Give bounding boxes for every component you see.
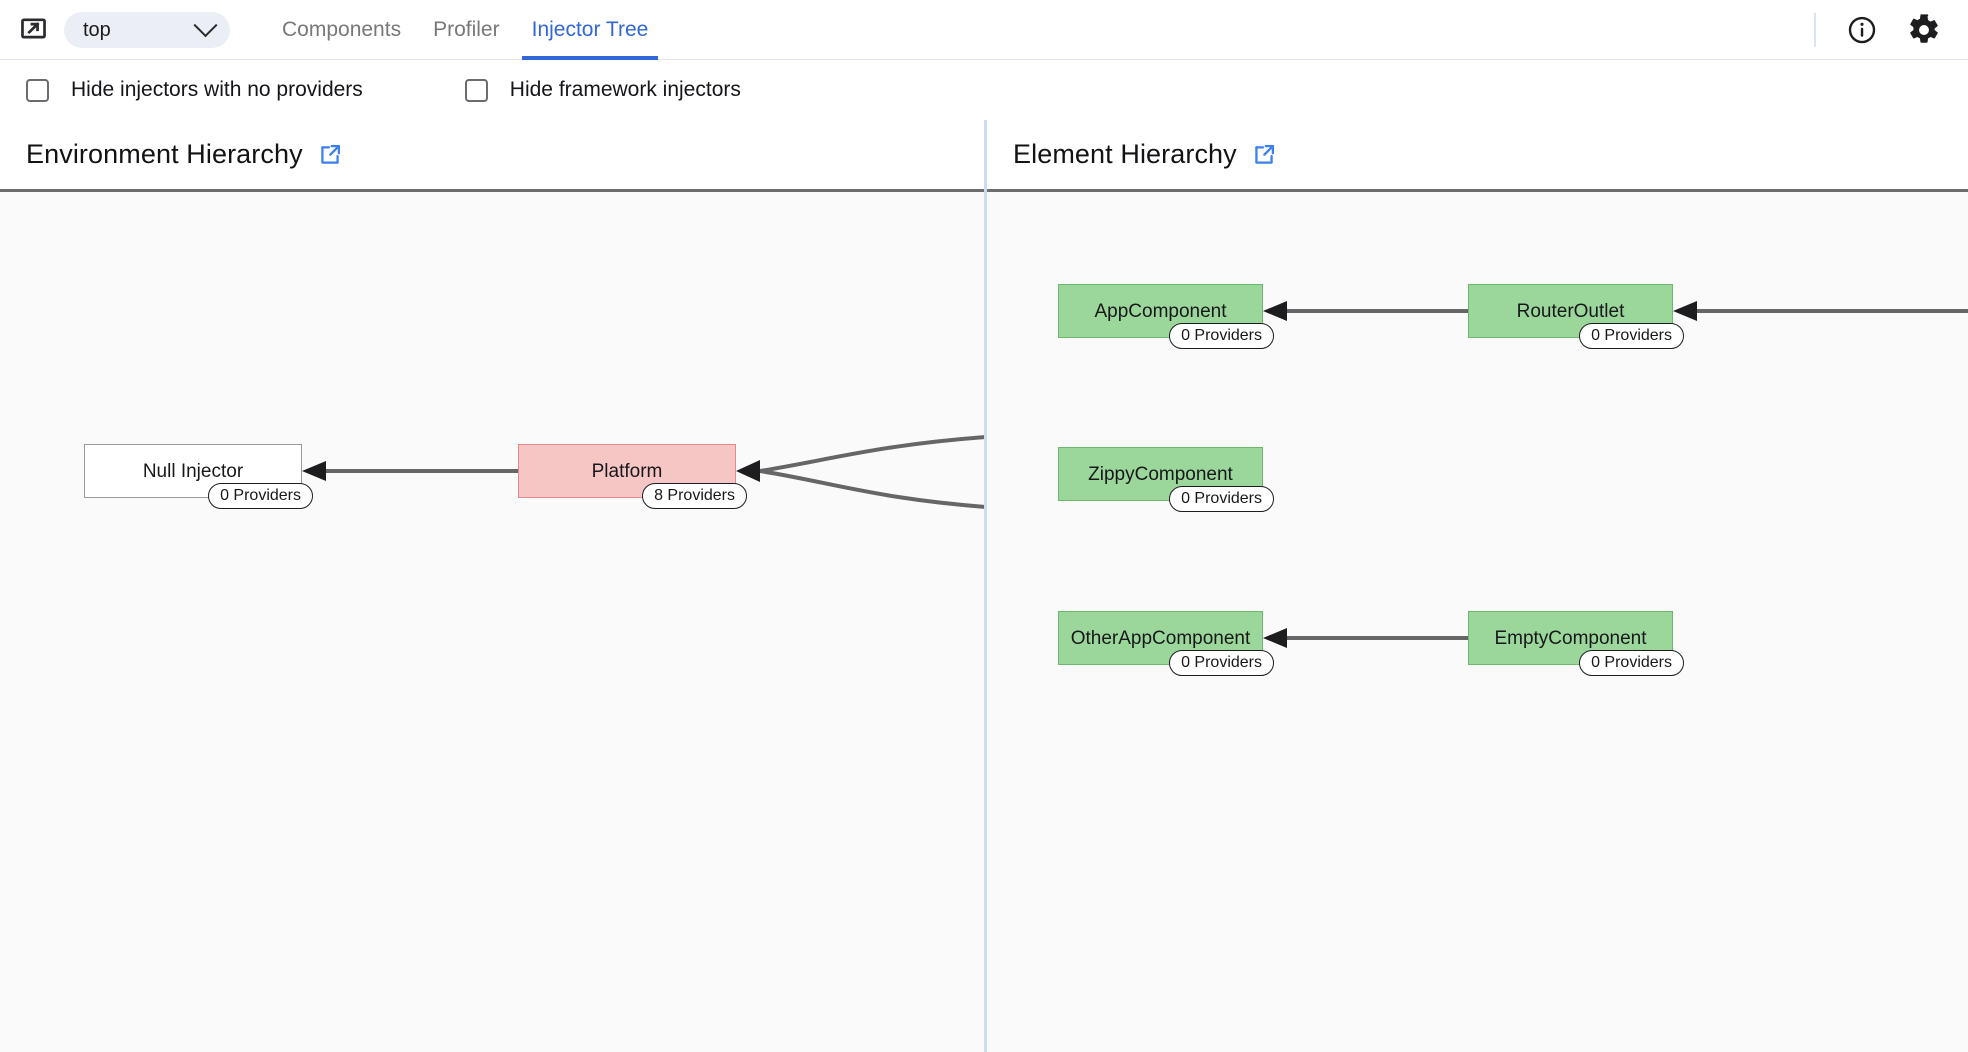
environment-hierarchy-panel: Environment Hierarchy: [0, 120, 984, 1052]
settings-button[interactable]: [1904, 10, 1944, 50]
filter-hide-framework-injectors[interactable]: Hide framework injectors: [464, 78, 741, 102]
filter-bar: Hide injectors with no providers Hide fr…: [0, 60, 1968, 120]
edge-incoming-platform-2: [759, 469, 984, 509]
gear-icon: [1910, 13, 1938, 43]
element-hierarchy-title: Element Hierarchy: [1013, 139, 1237, 169]
node-platform[interactable]: Platform 8 Providers: [518, 444, 747, 509]
filter-hide-no-providers[interactable]: Hide injectors with no providers: [26, 78, 363, 102]
tab-components[interactable]: Components: [282, 17, 402, 41]
provider-count-null-injector: 0 Providers: [208, 483, 313, 509]
node-null-injector[interactable]: Null Injector 0 Providers: [84, 444, 313, 509]
frame-select-value: top: [83, 18, 111, 41]
node-appcomponent[interactable]: AppComponent 0 Providers: [1058, 284, 1274, 349]
environment-graph-canvas[interactable]: Null Injector 0 Providers Platform 8 Pro…: [0, 192, 984, 1052]
top-bar: top Components Profiler Injector Tree: [0, 0, 1968, 60]
node-label-routeroutlet: RouterOutlet: [1516, 300, 1625, 322]
tab-profiler[interactable]: Profiler: [433, 17, 500, 41]
open-in-new-icon: [1255, 144, 1274, 164]
edge-incoming-platform-1: [759, 435, 984, 473]
checkbox-hide-no-providers[interactable]: [26, 78, 49, 102]
inspect-element-button[interactable]: [12, 9, 54, 51]
open-in-new-icon: [320, 144, 340, 164]
provider-count-platform: 8 Providers: [642, 483, 747, 509]
provider-count-zippycomponent: 0 Providers: [1169, 486, 1274, 512]
provider-count-otherappcomponent: 0 Providers: [1169, 650, 1274, 676]
element-graph-canvas[interactable]: AppComponent 0 Providers RouterOutlet 0 …: [987, 192, 1968, 1052]
arrowhead-routeroutlet: [1673, 301, 1697, 321]
hierarchy-panels: Environment Hierarchy: [0, 120, 1968, 1052]
node-label-zippycomponent: ZippyComponent: [1088, 463, 1233, 485]
tab-bar: Components Profiler Injector Tree: [266, 0, 1814, 60]
node-routeroutlet[interactable]: RouterOutlet 0 Providers: [1468, 284, 1684, 349]
open-in-new-icon-element[interactable]: [1251, 142, 1277, 168]
chevron-down-icon: [193, 13, 218, 38]
element-hierarchy-panel: Element Hierarchy: [984, 120, 1968, 1052]
provider-count-routeroutlet: 0 Providers: [1579, 323, 1684, 349]
filter-label-hide-framework-injectors: Hide framework injectors: [509, 78, 741, 101]
open-in-new-icon-environment[interactable]: [317, 142, 343, 168]
environment-graph-edges: [302, 435, 984, 509]
toolbar-divider: [1814, 12, 1816, 47]
node-zippycomponent[interactable]: ZippyComponent 0 Providers: [1058, 447, 1274, 512]
arrowhead-otherappcomponent: [1263, 628, 1287, 648]
arrowhead-appcomponent: [1263, 301, 1287, 321]
node-label-platform: Platform: [591, 460, 663, 482]
provider-count-emptycomponent: 0 Providers: [1579, 650, 1684, 676]
provider-count-appcomponent: 0 Providers: [1169, 323, 1274, 349]
element-hierarchy-header: Element Hierarchy: [987, 120, 1968, 192]
environment-hierarchy-title: Environment Hierarchy: [26, 139, 303, 169]
arrowhead-platform: [736, 460, 760, 482]
filter-label-hide-no-providers: Hide injectors with no providers: [71, 78, 363, 101]
info-button[interactable]: [1842, 10, 1882, 50]
node-otherappcomponent[interactable]: OtherAppComponent 0 Providers: [1058, 611, 1274, 676]
top-bar-actions: [1814, 10, 1944, 50]
checkbox-hide-framework-injectors[interactable]: [464, 78, 488, 102]
node-label-appcomponent: AppComponent: [1094, 300, 1227, 322]
inspect-element-icon: [20, 18, 46, 39]
node-label-otherappcomponent: OtherAppComponent: [1070, 627, 1251, 649]
arrowhead-null-injector: [302, 461, 326, 481]
info-circle-icon: [1848, 16, 1876, 43]
frame-select[interactable]: top: [64, 11, 230, 48]
tab-injector-tree[interactable]: Injector Tree: [516, 0, 665, 60]
node-label-emptycomponent: EmptyComponent: [1494, 627, 1647, 649]
node-emptycomponent[interactable]: EmptyComponent 0 Providers: [1468, 611, 1684, 676]
node-label-null-injector: Null Injector: [142, 460, 244, 482]
environment-hierarchy-header: Environment Hierarchy: [0, 120, 984, 192]
